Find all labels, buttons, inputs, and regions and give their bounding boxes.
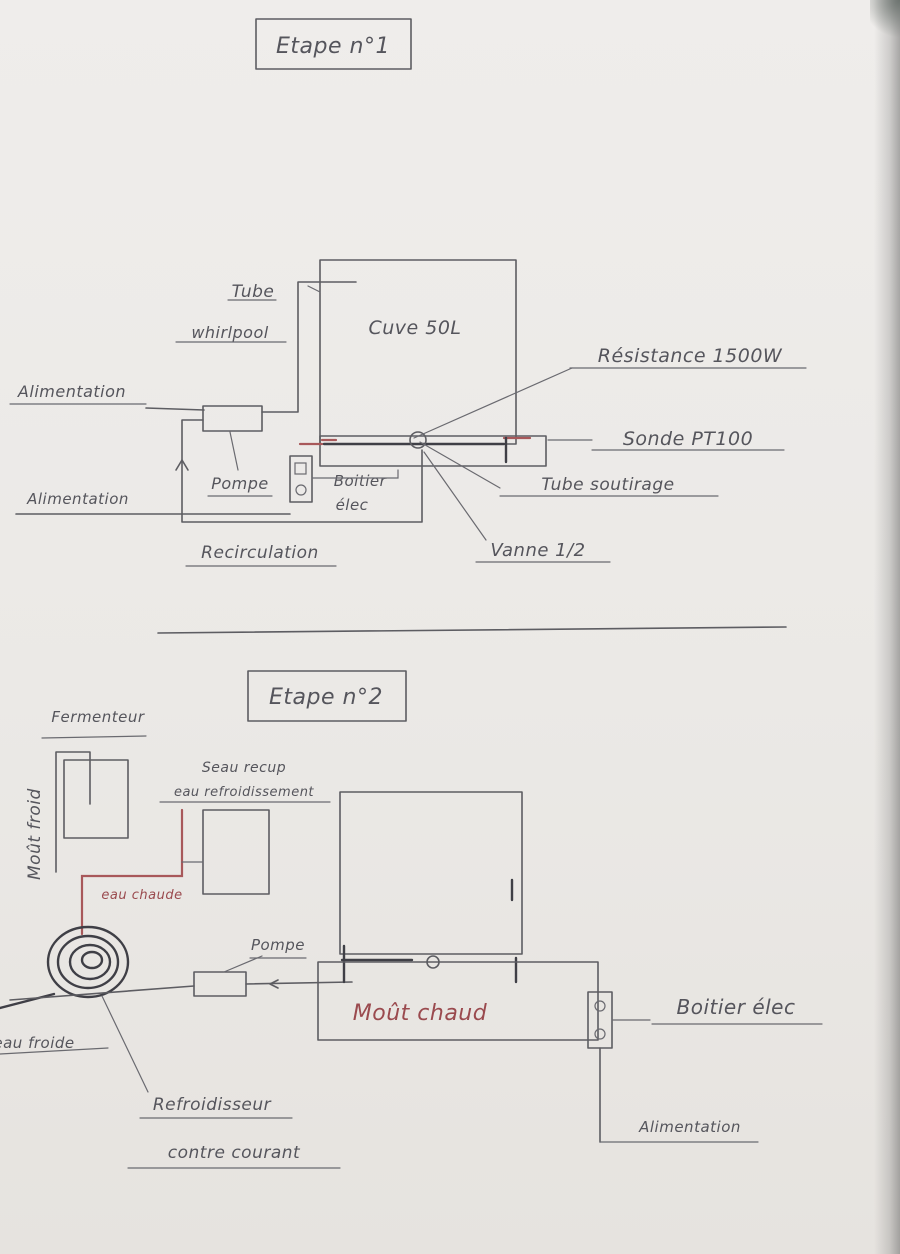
sonde-pt100: Sonde PT100 <box>547 428 785 451</box>
mout-chaud-chamber: Moût chaud <box>317 961 599 1041</box>
pompe-stage2: Pompe <box>193 936 307 997</box>
tube-whirlpool-label-1: Tube <box>232 282 275 302</box>
alimentation-bottom: Alimentation <box>15 490 291 515</box>
tube-soutirage: Tube soutirage <box>499 475 719 497</box>
fermenteur: Fermenteur <box>41 708 147 873</box>
refroidisseur-label-2: contre courant <box>168 1143 301 1163</box>
whirlpool-tube: Tube whirlpool <box>175 281 357 413</box>
chiller-coil <box>46 925 130 999</box>
eau-chaude-pipe: eau chaude <box>80 808 204 936</box>
mout-chaud-label: Moût chaud <box>353 1001 488 1026</box>
fermenteur-label: Fermenteur <box>51 708 144 726</box>
boitier-stage2-label: Boitier élec <box>677 995 796 1019</box>
heating-chamber <box>319 431 547 489</box>
alimentation-top: Alimentation <box>9 382 205 411</box>
alimentation-bottom-label: Alimentation <box>26 490 129 508</box>
pompe-stage1-label: Pompe <box>211 474 269 493</box>
recirculation-loop: Recirculation <box>175 419 423 567</box>
stage2-title-box: Etape n°2 <box>247 670 407 722</box>
tube-soutirage-label: Tube soutirage <box>541 475 674 495</box>
seau-recup: Seau recup eau refroidissement <box>159 760 331 895</box>
stage-divider <box>157 626 787 634</box>
eau-froide-label: eau froide <box>0 1034 75 1052</box>
boitier-stage1: Boitier élec <box>289 442 399 514</box>
pompe-stage2-label: Pompe <box>251 936 305 954</box>
cuve-label: Cuve 50L <box>368 317 461 339</box>
eau-chaude-label: eau chaude <box>101 888 182 903</box>
sonde-label: Sonde PT100 <box>623 428 753 450</box>
vanne: Vanne 1/2 <box>423 451 611 563</box>
boitier-stage1-label-2: élec <box>336 496 369 514</box>
stage1-title-box: Etape n°1 <box>255 18 412 70</box>
recirculation-label: Recirculation <box>201 543 319 563</box>
pompe-stage1: Pompe <box>202 405 273 497</box>
refroidisseur-label-1: Refroidisseur <box>153 1095 272 1115</box>
stage2-title: Etape n°2 <box>269 685 383 710</box>
seau-label-2: eau refroidissement <box>174 785 314 800</box>
page-corner <box>870 0 900 40</box>
boitier-stage1-label-1: Boitier <box>334 472 387 490</box>
cuve-stage2 <box>339 791 523 984</box>
vanne-label: Vanne 1/2 <box>490 540 585 561</box>
resistance: Résistance 1500W <box>413 345 807 439</box>
refroidisseur: Refroidisseur contre courant <box>101 995 341 1169</box>
eau-froide: eau froide <box>0 992 109 1055</box>
alimentation-top-label: Alimentation <box>17 382 126 401</box>
stage1-title: Etape n°1 <box>276 34 390 59</box>
resistance-label: Résistance 1500W <box>598 345 783 367</box>
boitier-stage2: Boitier élec <box>587 991 823 1049</box>
mout-froid-label: Moût froid <box>25 788 45 880</box>
tube-whirlpool-label-2: whirlpool <box>191 323 268 342</box>
seau-label-1: Seau recup <box>202 760 286 776</box>
alimentation-stage2-label: Alimentation <box>638 1118 741 1136</box>
page-edge-shadow <box>874 0 900 1254</box>
cuve-50l: Cuve 50L <box>319 259 517 445</box>
alimentation-stage2: Alimentation <box>599 1047 759 1143</box>
mout-line <box>9 979 353 1001</box>
